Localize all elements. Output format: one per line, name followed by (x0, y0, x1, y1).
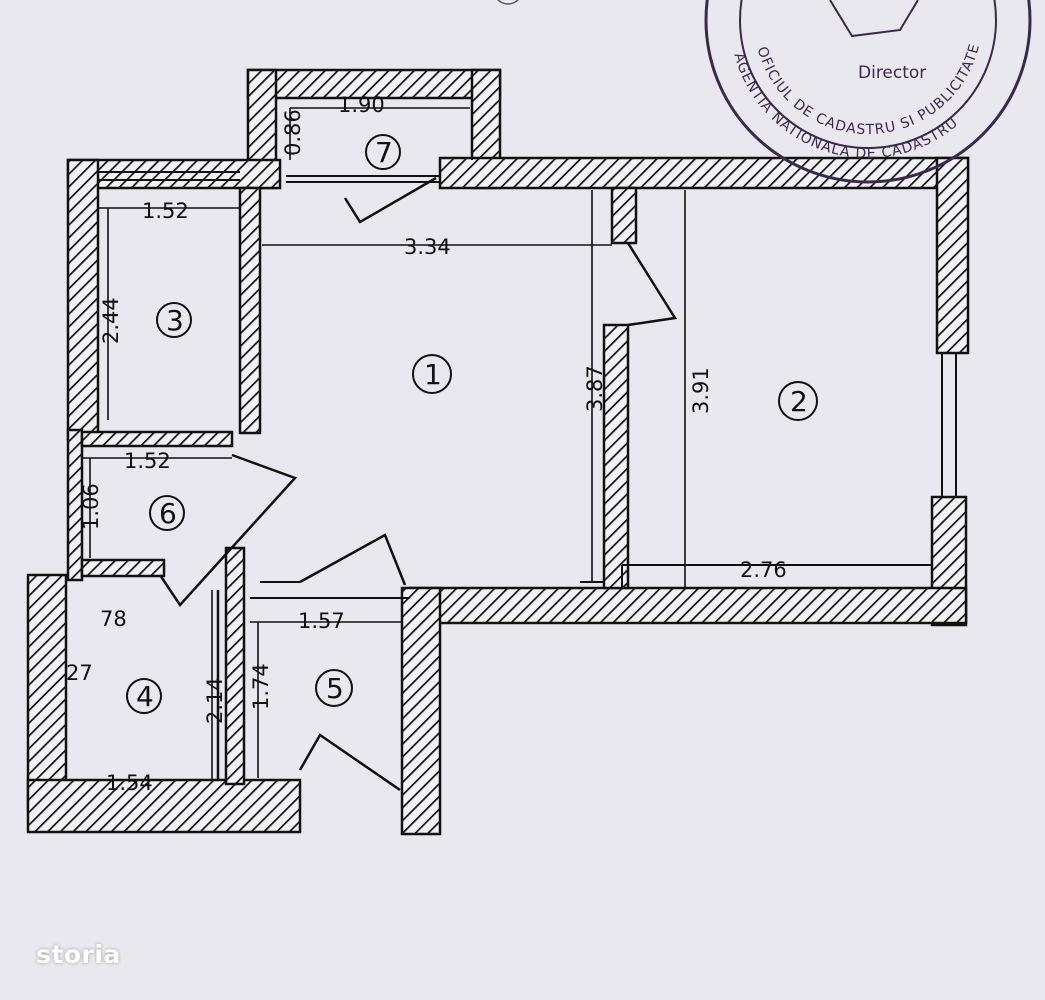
dim-room4-partial-b: 27 (66, 661, 93, 685)
dim-room4-width: 1.54 (106, 771, 153, 795)
wall-left (66, 158, 100, 442)
dim-room3-height: 2.44 (99, 297, 123, 344)
dim-room4-height: 2.14 (203, 677, 227, 724)
room-5-number: 5 (326, 672, 344, 705)
dimension-lines (66, 107, 932, 781)
wall-partition-6-top (80, 430, 234, 448)
dim-room2-width: 2.76 (740, 558, 787, 582)
wall-bottom-left (26, 778, 302, 834)
wall-left-lower (66, 428, 84, 582)
wall-top-right (438, 156, 970, 190)
official-stamp: AGENTIA NATIONALA DE CADASTRU OFICIUL DE… (497, 0, 1032, 184)
dim-room1-height: 3.87 (583, 365, 607, 412)
wall-bottom-right (408, 586, 968, 625)
dim-room5-height: 1.74 (249, 663, 273, 710)
dim-room4-partial-a: 78 (100, 607, 127, 631)
room-6-number: 6 (159, 497, 177, 530)
dim-room7-width: 1.90 (338, 93, 385, 117)
wall-top-left (66, 158, 282, 190)
wall-partition-4-5 (224, 546, 246, 786)
stamp-title: Director (858, 63, 926, 83)
dim-room5-width: 1.57 (298, 609, 345, 633)
wall-right-upper (935, 156, 970, 355)
doors (158, 176, 678, 792)
dim-room6-height: 1.06 (79, 483, 103, 530)
room-3-number: 3 (166, 304, 184, 337)
room-7-number: 7 (375, 136, 393, 169)
wall-left-bottom (26, 573, 68, 812)
wall-entrance-stub (400, 586, 442, 836)
dim-room3-width: 1.52 (142, 199, 189, 223)
dim-room1-width: 3.34 (404, 235, 451, 259)
room-1-number: 1 (424, 358, 442, 391)
room-2-number: 2 (790, 385, 808, 418)
storia-watermark-logo: storia (36, 940, 121, 969)
room-4-number: 4 (136, 680, 154, 713)
wall-partition-1-2 (602, 323, 630, 590)
dim-room7-height: 0.86 (281, 109, 305, 156)
room-labels (126, 134, 818, 714)
wall-partition-3-1 (238, 186, 262, 435)
wall-partition-6-4 (80, 558, 166, 578)
wall-partition-1-2-top (610, 186, 638, 245)
dim-room2-height: 3.91 (689, 367, 713, 414)
walls (26, 68, 970, 836)
window-lines (98, 171, 966, 498)
dim-room6-width: 1.52 (124, 449, 171, 473)
